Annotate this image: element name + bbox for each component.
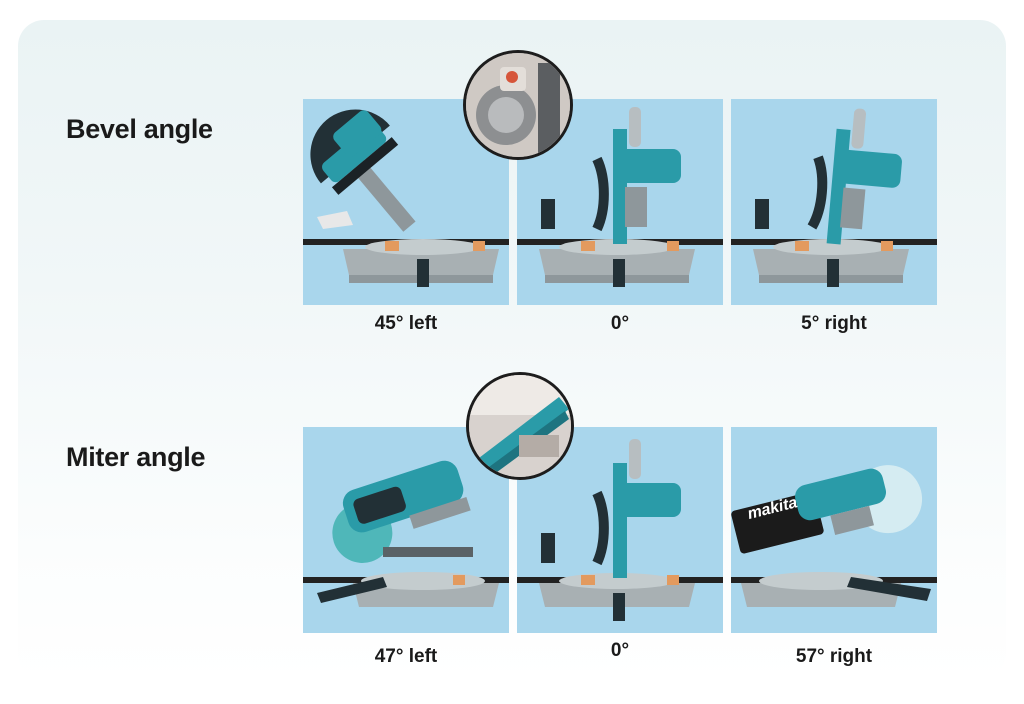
bevel-0-image <box>517 99 723 305</box>
miter-caption-0: 0° <box>610 640 630 661</box>
bevel-lock-detail-icon <box>466 53 570 157</box>
bevel-caption-45-left: 45° left <box>374 313 438 334</box>
miter-57-right-image: makita <box>731 427 937 633</box>
miter-saw-miter-right-icon: makita <box>731 465 937 607</box>
bevel-5-right-image <box>731 99 937 305</box>
miter-caption-47-left: 47° left <box>374 646 438 667</box>
miter-detail-zoom <box>466 372 574 480</box>
bevel-angle-title: Bevel angle <box>66 114 213 144</box>
bevel-detail-zoom <box>463 50 573 160</box>
bevel-caption-5-right: 5° right <box>801 313 867 334</box>
miter-saw-bevel-right-icon <box>731 108 937 287</box>
miter-angle-title: Miter angle <box>66 442 206 472</box>
miter-47-left-image <box>303 427 509 633</box>
miter-saw-miter-left-icon <box>303 460 509 607</box>
miter-caption-57-right: 57° right <box>795 646 873 667</box>
miter-saw-bevel-left-icon <box>303 109 509 287</box>
miter-saw-straight-icon <box>517 439 723 621</box>
miter-saw-upright-icon <box>517 107 723 287</box>
bevel-caption-0: 0° <box>610 313 630 334</box>
miter-scale-detail-icon <box>469 375 571 477</box>
